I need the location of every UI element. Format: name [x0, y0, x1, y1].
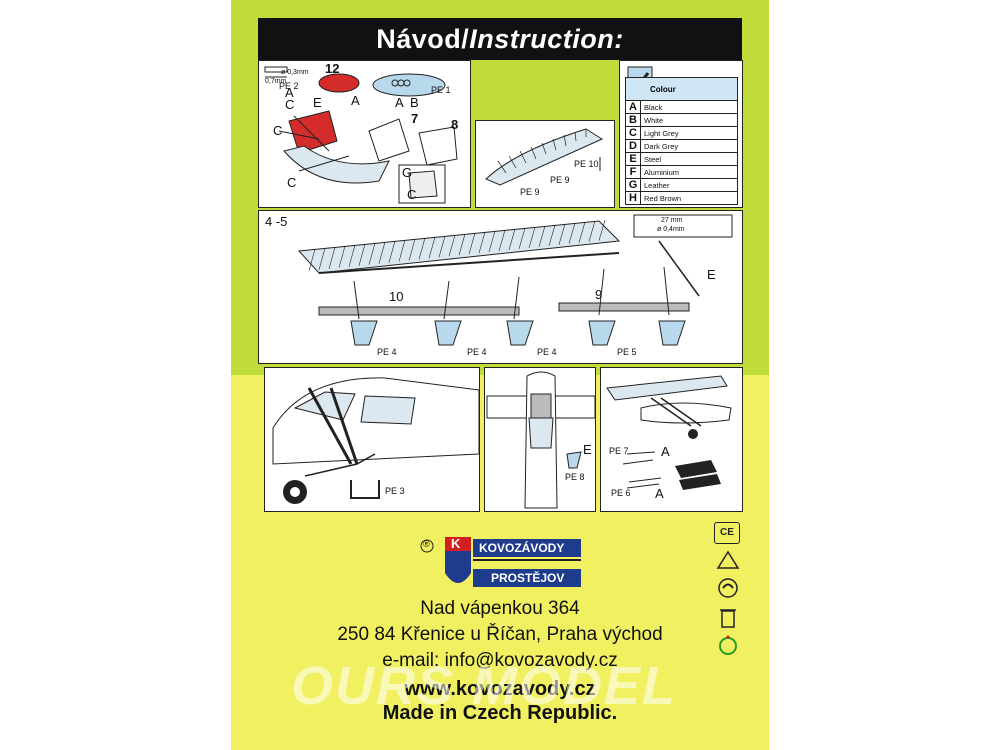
- colour-heading: Colour: [625, 77, 738, 101]
- label-e-top: E: [583, 442, 592, 457]
- part-10: 10: [389, 289, 404, 304]
- strut-detail-panel: PE 7 A PE 6 A: [600, 367, 743, 512]
- logo-k-letter: K: [451, 536, 461, 551]
- colour-name: Aluminium: [640, 165, 738, 179]
- label-c-2: C: [273, 123, 283, 138]
- kovozavody-logo: ® K KOVOZÁVODY PROSTĚJOV: [419, 536, 581, 593]
- colour-name: Light Grey: [640, 126, 738, 140]
- step-7: 7: [411, 111, 419, 126]
- step-8: 8: [451, 117, 459, 132]
- label-e-wing: E: [707, 267, 716, 282]
- wing-drawing: [297, 214, 733, 346]
- colour-key: E: [625, 152, 641, 166]
- colour-name: Red Brown: [640, 191, 738, 205]
- label-pe4-3: PE 4: [537, 347, 557, 357]
- landing-gear-panel: PE 3: [264, 367, 480, 512]
- colour-name: White: [640, 113, 738, 127]
- label-pe5: PE 5: [617, 347, 637, 357]
- strut-drawing: [606, 375, 732, 490]
- label-pe6: PE 6: [611, 488, 631, 498]
- label-pe4-2: PE 4: [467, 347, 487, 357]
- label-pe10: PE 10: [574, 159, 599, 169]
- title-english: Instruction:: [469, 24, 624, 54]
- label-pe2: PE 2: [279, 81, 299, 91]
- colour-key: B: [625, 113, 641, 127]
- step-12: 12: [325, 61, 340, 76]
- recycle-icon: [716, 550, 740, 577]
- colour-key: H: [625, 191, 641, 205]
- colour-name: Leather: [640, 178, 738, 192]
- brand-top: KOVOZÁVODY: [479, 541, 565, 555]
- top-view-drawing: [486, 371, 595, 509]
- cockpit-drawing: [264, 66, 458, 204]
- page-title: Návod/Instruction:: [258, 18, 742, 60]
- label-a-strut-1: A: [661, 444, 670, 459]
- bin-icon: [718, 605, 738, 634]
- made-in: Made in Czech Republic.: [382, 702, 618, 724]
- brand-bottom: PROSTĚJOV: [491, 571, 565, 585]
- dim-27mm: 27 mm: [661, 217, 683, 224]
- label-g: G: [402, 165, 413, 180]
- paper-recycle-icon: [718, 634, 738, 663]
- website[interactable]: www.kovozavody.cz: [404, 678, 596, 700]
- logo-emblem: [420, 537, 581, 587]
- step-4-5: 4 -5: [265, 214, 288, 229]
- top-view-panel: E PE 8: [484, 367, 596, 512]
- colour-key: A: [625, 100, 641, 114]
- ce-mark-icon: CE: [714, 522, 740, 544]
- landing-gear-drawing: [272, 377, 479, 504]
- colour-key: C: [625, 126, 641, 140]
- label-pe9-2: PE 9: [520, 187, 540, 197]
- address-line-2: 250 84 Křenice u Říčan, Praha východ: [337, 624, 663, 645]
- cockpit-assembly-panel: ø 0,3mm 0,7mm 12 PE 2 PE 1 A C E A A B 7…: [258, 60, 471, 208]
- part-9: 9: [595, 287, 603, 302]
- colour-key: F: [625, 165, 641, 179]
- label-pe3: PE 3: [385, 486, 405, 496]
- dim-diameter: ø 0,3mm: [281, 69, 309, 76]
- instruction-sheet: Návod/Instruction: ø 0,3mm 0,7mm 12 PE 2…: [231, 0, 769, 750]
- green-dot-icon: [717, 577, 739, 604]
- label-pe9-1: PE 9: [550, 175, 570, 185]
- label-b-1: B: [410, 95, 419, 110]
- label-a-strut-2: A: [655, 486, 664, 501]
- registered-mark: ®: [423, 539, 430, 549]
- label-c-3: C: [287, 175, 297, 190]
- watermark: OURS MODEL: [291, 656, 678, 716]
- colour-name: Black: [640, 100, 738, 114]
- label-c-4: C: [407, 187, 417, 202]
- label-a-1: A: [285, 85, 294, 100]
- email-line: e-mail: info@kovozavody.cz: [382, 650, 618, 671]
- label-a-2: A: [351, 93, 360, 108]
- colour-key: G: [625, 178, 641, 192]
- label-c-1: C: [285, 97, 295, 112]
- dim-04mm: ø 0,4mm: [657, 226, 685, 233]
- label-e-1: E: [313, 95, 322, 110]
- title-czech: Návod/: [376, 24, 470, 54]
- label-pe7: PE 7: [609, 446, 629, 456]
- wing-assembly-panel: 4 -5 10 9 E 27 mm ø 0,4mm PE 4 PE 4 PE 4…: [258, 210, 743, 364]
- label-a-3: A: [395, 95, 404, 110]
- address-line-1: Nad vápenkou 364: [420, 598, 580, 619]
- colour-name: Dark Grey: [640, 139, 738, 153]
- label-pe1: PE 1: [431, 85, 451, 95]
- colour-key: D: [625, 139, 641, 153]
- flap-detail-panel: PE 10 PE 9 PE 9: [475, 120, 615, 208]
- label-pe8: PE 8: [565, 472, 585, 482]
- label-pe4-1: PE 4: [377, 347, 397, 357]
- flap-drawing: [485, 128, 604, 186]
- colour-name: Steel: [640, 152, 738, 166]
- dim-length: 0,7mm: [265, 78, 287, 85]
